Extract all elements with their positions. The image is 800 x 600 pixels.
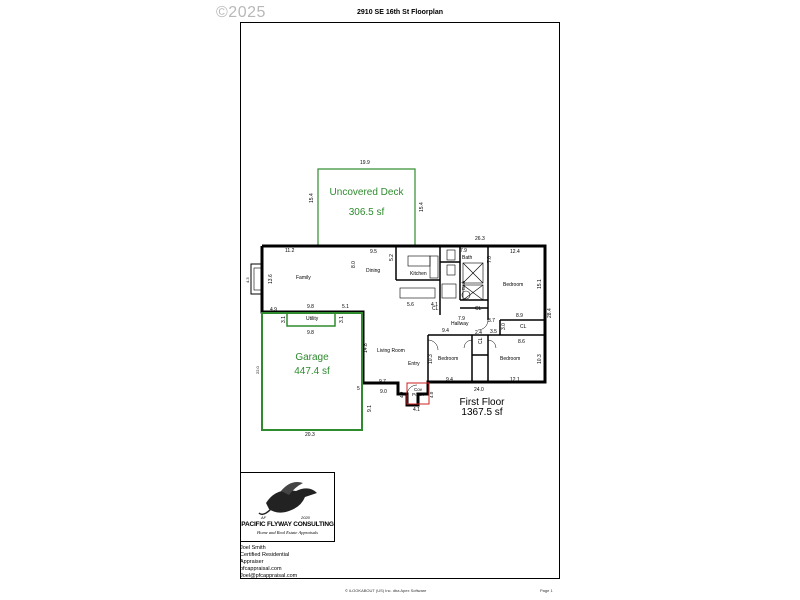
contact-name: Joel Smith bbox=[240, 545, 266, 551]
dim-entry-2: 9.0 bbox=[380, 389, 387, 395]
dim-bed1-right: 15.1 bbox=[537, 279, 543, 289]
room-bedroom-1: Bedroom bbox=[503, 282, 524, 288]
room-entry: Entry bbox=[408, 361, 420, 367]
first-floor-name: First Floor bbox=[459, 397, 505, 408]
dim-hall-2: 3.5 bbox=[490, 329, 497, 335]
dim-garage-right: 9.1 bbox=[367, 405, 373, 412]
contact-role: Appraiser bbox=[240, 559, 264, 565]
dim-porch-left: 4.0 bbox=[399, 391, 404, 398]
dim-dining-side: 8.0 bbox=[351, 261, 357, 268]
dim-util-right: 5.1 bbox=[342, 304, 349, 310]
dim-entry: 9.7 bbox=[379, 379, 386, 385]
dim-bath-top: 7.9 bbox=[460, 248, 467, 254]
svg-text:AF: AF bbox=[260, 515, 267, 520]
kitchen-fixtures bbox=[399, 249, 484, 301]
dim-util-left: 4.9 bbox=[270, 307, 277, 313]
fireplace bbox=[250, 263, 263, 295]
dim-fireplace: 4.3 bbox=[245, 277, 250, 283]
room-hallway: Hallway bbox=[451, 321, 469, 327]
deck-area: 306.5 sf bbox=[348, 207, 385, 218]
contact-info: Joel Smith Certified Residential Apprais… bbox=[240, 545, 297, 580]
room-closet-hall: CL bbox=[475, 306, 482, 312]
utility-outline bbox=[286, 312, 336, 327]
dim-family-side: 13.6 bbox=[268, 274, 274, 284]
door-swings bbox=[406, 319, 497, 396]
dim-kitchen: 5.6 bbox=[407, 302, 414, 308]
dim-util-l: 3.1 bbox=[281, 316, 287, 323]
dim-bed3-side: 10.3 bbox=[537, 354, 543, 364]
dim-living-side: 14.8 bbox=[363, 343, 369, 353]
garage-name: Garage bbox=[295, 352, 329, 363]
dim-dining-top: 9.5 bbox=[370, 249, 377, 255]
dim-util-r: 3.1 bbox=[339, 316, 345, 323]
room-dining: Dining bbox=[366, 268, 381, 274]
company-logo: AF 2020 PACIFIC FLYWAY CONSULTING Home a… bbox=[240, 472, 335, 542]
company-tagline: Home and Real Estate Appraisals bbox=[257, 530, 318, 535]
first-floor-area: 1367.5 sf bbox=[461, 407, 503, 418]
dim-bed1-side: 7.0 bbox=[487, 256, 493, 263]
room-bedroom-3: Bedroom bbox=[500, 356, 521, 362]
floorplan-sheet bbox=[240, 22, 560, 579]
dim-garage-bottom: 20.3 bbox=[305, 432, 315, 438]
dim-garage-left: 22.0 bbox=[255, 366, 260, 374]
deck-name: Uncovered Deck bbox=[329, 187, 404, 198]
room-bedroom-2: Bedroom bbox=[438, 356, 459, 362]
dim-top-right: 26.3 bbox=[475, 236, 485, 242]
dim-deck-right: 15.4 bbox=[419, 202, 425, 212]
dim-kitchen-side: 5.2 bbox=[389, 254, 395, 261]
dim-family-top: 11.2 bbox=[285, 248, 295, 254]
company-name: PACIFIC FLYWAY CONSULTING bbox=[241, 521, 334, 528]
dim-util-bottom: 9.8 bbox=[307, 330, 314, 336]
garage-area: 447.4 sf bbox=[294, 366, 330, 377]
dim-hall-3: 2.4 bbox=[475, 330, 482, 336]
dim-bed3-top: 8.6 bbox=[518, 339, 525, 345]
dim-hallway: 7.9 bbox=[458, 316, 465, 322]
dim-closet-2: 3.0 bbox=[501, 323, 507, 330]
dim-util-top: 9.8 bbox=[307, 304, 314, 310]
duck-icon: AF 2020 bbox=[258, 482, 317, 520]
dim-porch-right: 4.0 bbox=[429, 391, 434, 398]
copyright-watermark: ©2025 bbox=[216, 4, 266, 21]
room-bath-2: Bath bbox=[461, 280, 466, 290]
contact-cert: Certified Residential bbox=[240, 552, 290, 558]
room-bath-1: Bath bbox=[462, 255, 473, 261]
dim-bed1-top: 12.4 bbox=[510, 249, 520, 255]
room-family: Family bbox=[296, 275, 311, 281]
room-utility: Utility bbox=[306, 316, 319, 322]
dim-bed2-bottom: 9.4 bbox=[446, 377, 453, 383]
dim-right-side: 28.4 bbox=[547, 308, 553, 318]
dim-bed3-bottom: 12.1 bbox=[510, 377, 520, 383]
dim-garage-small: 5 bbox=[357, 386, 360, 392]
dim-porch-bottom: 4.1 bbox=[413, 407, 420, 413]
room-kitchen: Kitchen bbox=[410, 271, 427, 277]
dim-deck-top: 19.9 bbox=[360, 160, 370, 166]
room-porch: Cov Porch bbox=[412, 387, 424, 397]
dim-hall-width: 3.7 bbox=[488, 318, 495, 324]
dim-bed2-side: 10.3 bbox=[428, 354, 434, 364]
dim-bottom-right: 24.0 bbox=[474, 387, 484, 393]
room-closet-kitchen: CL bbox=[432, 306, 439, 312]
page-title: 2910 SE 16th St Floorplan bbox=[357, 9, 443, 16]
contact-website: pfcappraisal.com bbox=[240, 566, 282, 572]
room-closet-bed: CL bbox=[478, 337, 484, 344]
dim-closet: 4.1 bbox=[431, 302, 438, 308]
contact-email: Joel@pfcappraisal.com bbox=[240, 573, 298, 579]
footer-software: © iLOOKABOUT (US) Inc. dba Apex Software bbox=[345, 588, 427, 593]
room-living: Living Room bbox=[377, 348, 405, 354]
dim-closet-3: 8.9 bbox=[516, 313, 523, 319]
room-closet: CL bbox=[520, 324, 527, 330]
dim-bed2-top: 9.4 bbox=[442, 328, 449, 334]
footer-page: Page 1 bbox=[540, 588, 553, 593]
svg-text:2020: 2020 bbox=[300, 515, 311, 520]
dim-deck-left: 15.4 bbox=[309, 193, 315, 203]
